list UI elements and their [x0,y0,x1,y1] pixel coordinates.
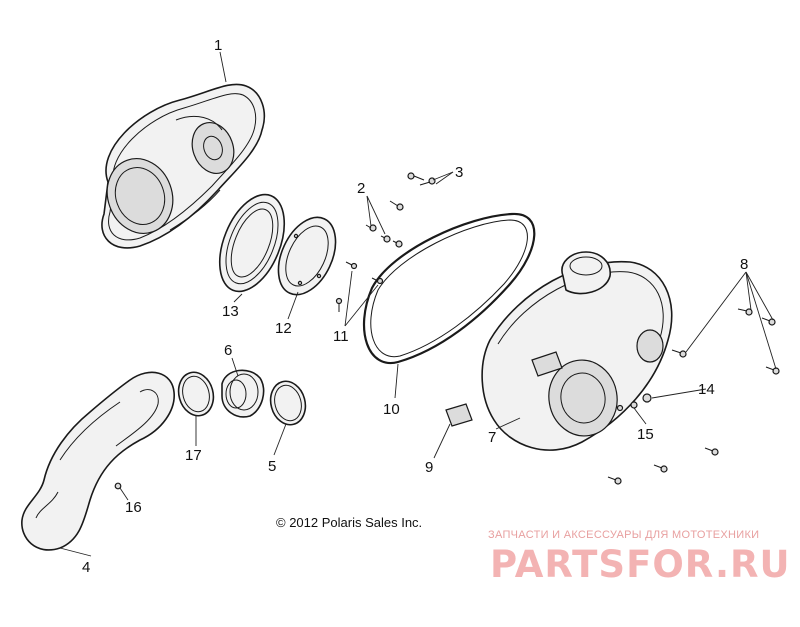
callout-15: 15 [637,426,654,443]
part-17-clamp [177,371,215,417]
watermark-subtitle: ЗАПЧАСТИ И АКСЕССУАРЫ ДЛЯ МОТОТЕХНИКИ [488,529,760,541]
callout-5: 5 [268,458,276,475]
callout-14: 14 [698,381,715,398]
callout-6: 6 [224,342,232,359]
callout-7: 7 [488,429,496,446]
callout-17: 17 [185,447,202,464]
part-13-seal [218,193,286,293]
callout-10: 10 [383,401,400,418]
part-4-duct [21,371,175,551]
callout-3: 3 [455,164,463,181]
part-16-screw [114,482,122,490]
callout-11: 11 [333,328,349,345]
part-5-clamp [269,380,307,426]
callout-1: 1 [214,37,222,54]
part-1-inner-cover [101,83,266,249]
part-14-15-fasteners [616,393,652,412]
screws-2-3-11 [335,172,436,312]
part-8-screws [607,308,780,485]
callout-16: 16 [125,499,142,516]
part-6-adapter [221,369,265,418]
callout-13: 13 [222,303,239,320]
callout-8: 8 [740,256,748,273]
part-10-belt [362,212,536,365]
part-7-outer-cover [445,251,673,451]
callout-9: 9 [425,459,433,476]
callout-2: 2 [357,180,365,197]
callout-4: 4 [82,559,90,576]
copyright-text: © 2012 Polaris Sales Inc. [276,515,423,530]
callout-12: 12 [275,320,292,337]
part-12-plate [277,216,337,296]
leader-lines [59,51,777,557]
watermark-brand: PARTSFOR.RU [490,543,791,586]
